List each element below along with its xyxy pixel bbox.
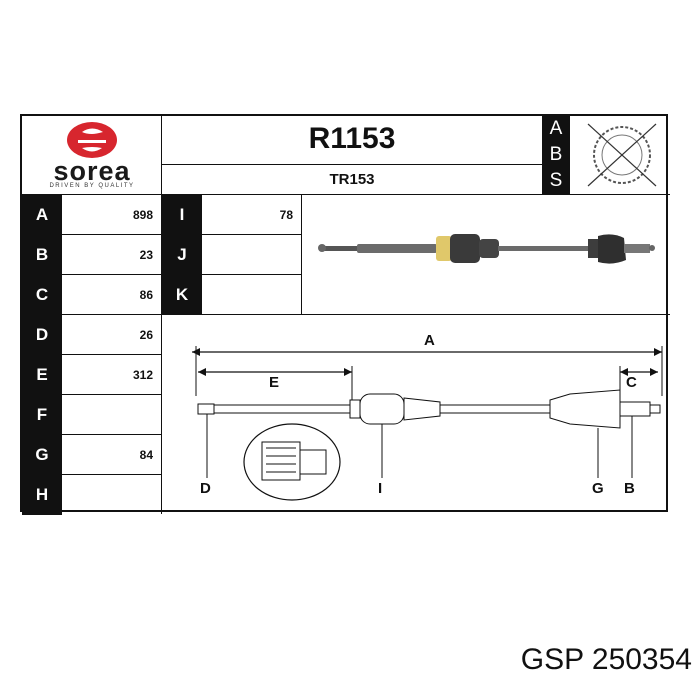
dimension-letter-e: E [22, 355, 62, 395]
product-code: R1153 [308, 122, 396, 155]
drawing-label-g: G [592, 480, 604, 497]
drawing-label-a: A [424, 332, 435, 349]
drive-shaft-photo [318, 234, 655, 264]
dimension-letter-k: K [162, 275, 202, 315]
dimension-letter-i: I [162, 195, 202, 235]
abs-letter-b: B [543, 142, 569, 168]
brand-tagline: DRIVEN BY QUALITY [49, 183, 135, 189]
dimension-value-e: 312 [132, 368, 153, 382]
drawing-label-e: E [269, 374, 280, 391]
drawing-label-c: C [626, 374, 637, 391]
brand-logo: sorea DRIVEN BY QUALITY [22, 116, 162, 194]
technical-drawing [192, 346, 663, 501]
dimension-letter-c: C [22, 275, 62, 315]
dimension-value-h [64, 475, 159, 515]
product-sub-code: TR153 [329, 171, 375, 188]
abs-letter-s: S [543, 168, 569, 194]
spec-sheet: sorea DRIVEN BY QUALITY R1153 TR153 A B … [20, 114, 670, 515]
dimension-letter-g: G [22, 435, 62, 475]
drawing-label-d: D [200, 480, 211, 497]
drawing-label-b: B [624, 480, 635, 497]
dimension-value-c: 86 [139, 288, 153, 302]
abs-crossed-ring-icon [587, 123, 657, 187]
dimension-value-g: 84 [139, 448, 153, 462]
dimension-letter-d: D [22, 315, 62, 355]
dimension-letter-a: A [22, 195, 62, 235]
sorea-logo-icon [67, 122, 117, 158]
dimension-value-i: 78 [279, 208, 293, 222]
brand-name: sorea [53, 156, 131, 186]
dimension-value-f [64, 395, 159, 435]
abs-letter-a: A [543, 116, 569, 142]
dimension-letter-j: J [162, 235, 202, 275]
dimension-letter-f: F [22, 395, 62, 435]
part-number: GSP 250354 [520, 643, 692, 676]
dimension-value-d: 26 [139, 328, 153, 342]
dimension-letter-h: H [22, 475, 62, 515]
dimension-value-j [204, 235, 299, 275]
drawing-label-i: I [378, 480, 383, 497]
dimension-value-a: 898 [132, 208, 153, 222]
dimension-letter-b: B [22, 235, 62, 275]
dimension-value-k [204, 275, 299, 315]
dimension-value-b: 23 [139, 248, 153, 262]
